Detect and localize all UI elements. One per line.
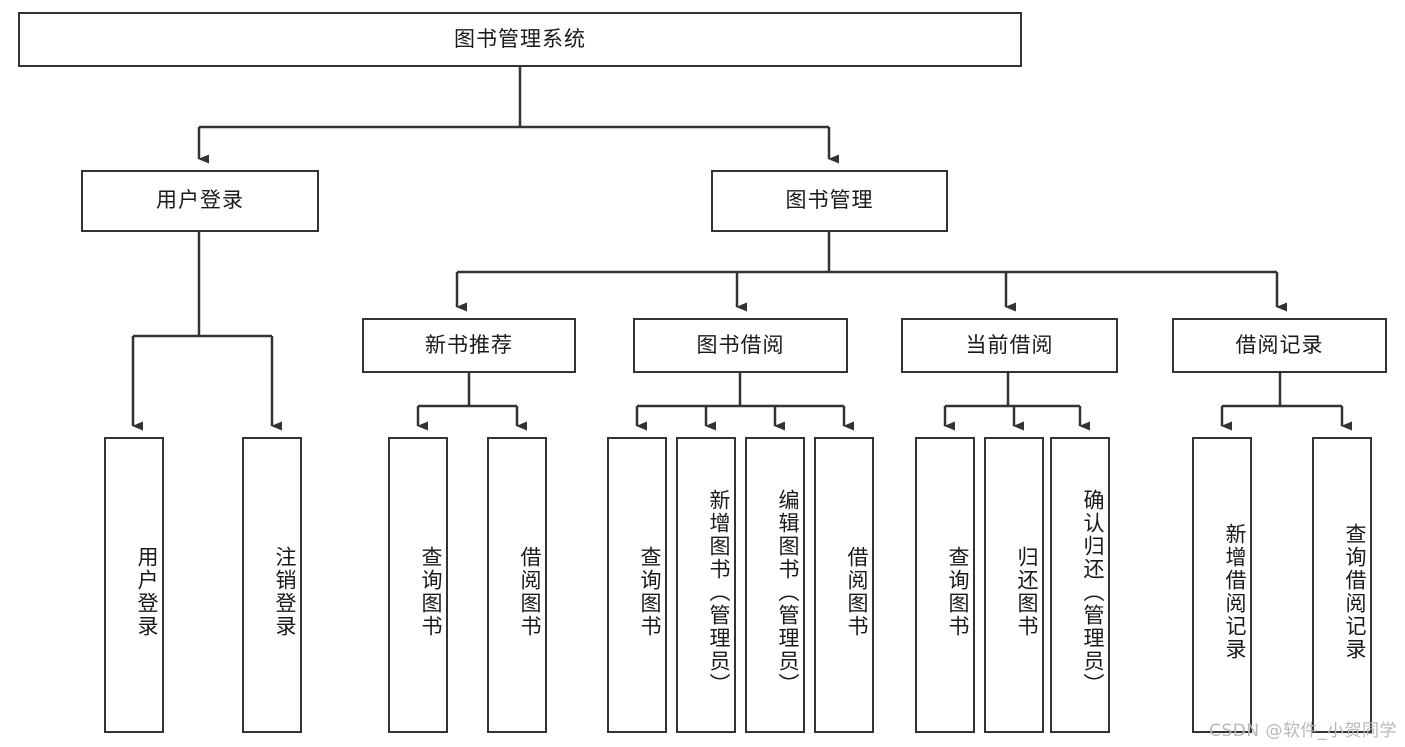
- node-label: 新增图书（管理员）: [707, 488, 731, 696]
- node-label: 查询图书: [419, 546, 443, 638]
- node-label: 用户登录: [135, 546, 159, 638]
- node-leaf-leaf-edit-book[interactable]: 编辑图书（管理员）: [745, 437, 805, 733]
- node-leaf-leaf-query-book-rec[interactable]: 查询图书: [388, 437, 448, 733]
- node-label: 归还图书: [1015, 546, 1039, 638]
- node-label: 新增借阅记录: [1223, 523, 1247, 661]
- node-leaf-leaf-query-borrow-record[interactable]: 查询借阅记录: [1312, 437, 1372, 733]
- node-leaf-leaf-borrow-book[interactable]: 借阅图书: [814, 437, 874, 733]
- node-label: 确认归还（管理员）: [1081, 488, 1105, 696]
- node-label: 用户登录: [156, 188, 244, 213]
- node-label: 借阅图书: [845, 546, 869, 638]
- node-label: 图书管理系统: [454, 26, 586, 51]
- node-leaf-leaf-user-login[interactable]: 用户登录: [104, 437, 164, 733]
- node-root-root[interactable]: 图书管理系统: [18, 12, 1022, 67]
- node-leaf-leaf-borrow-book-rec[interactable]: 借阅图书: [487, 437, 547, 733]
- node-label: 借阅记录: [1235, 332, 1324, 357]
- node-leaf-leaf-query-book-borrow[interactable]: 查询图书: [607, 437, 667, 733]
- node-label: 编辑图书（管理员）: [776, 488, 800, 696]
- node-leaf-leaf-add-book[interactable]: 新增图书（管理员）: [676, 437, 736, 733]
- node-label: 当前借阅: [965, 332, 1054, 357]
- node-label: 借阅图书: [518, 546, 542, 638]
- node-l2-book-management[interactable]: 图书管理: [711, 170, 948, 232]
- node-leaf-leaf-confirm-return[interactable]: 确认归还（管理员）: [1050, 437, 1110, 733]
- node-label: 图书借阅: [696, 332, 785, 357]
- node-label: 查询图书: [946, 546, 970, 638]
- node-l3-book-borrow[interactable]: 图书借阅: [633, 318, 848, 373]
- node-label: 图书管理: [785, 188, 874, 213]
- node-l2-user-login[interactable]: 用户登录: [81, 170, 319, 232]
- node-l3-current-borrow[interactable]: 当前借阅: [901, 318, 1118, 373]
- node-l3-borrow-record[interactable]: 借阅记录: [1172, 318, 1387, 373]
- node-leaf-leaf-logout[interactable]: 注销登录: [242, 437, 302, 733]
- node-l3-new-book-recommend[interactable]: 新书推荐: [362, 318, 576, 373]
- node-label: 查询借阅记录: [1343, 523, 1367, 661]
- node-leaf-leaf-add-borrow-record[interactable]: 新增借阅记录: [1192, 437, 1252, 733]
- csdn-watermark: CSDN @软件_小贺同学: [1209, 721, 1397, 741]
- node-leaf-leaf-query-book-current[interactable]: 查询图书: [915, 437, 975, 733]
- node-label: 注销登录: [273, 546, 297, 638]
- node-label: 查询图书: [638, 546, 662, 638]
- node-label: 新书推荐: [425, 332, 513, 357]
- node-leaf-leaf-return-book[interactable]: 归还图书: [984, 437, 1044, 733]
